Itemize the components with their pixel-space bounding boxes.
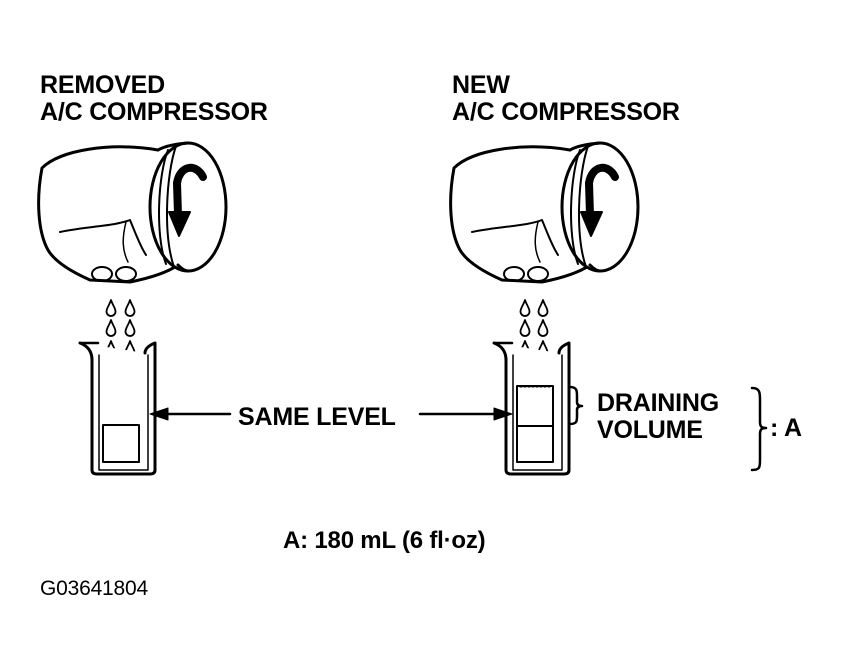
volume-label: VOLUME — [597, 416, 703, 444]
same-level-label: SAME LEVEL — [238, 403, 396, 431]
removed-compressor-icon — [37, 141, 228, 284]
removed-label: REMOVED — [40, 71, 166, 99]
draining-label: DRAINING — [597, 389, 720, 417]
note-text: A: 180 mL (6 fl·oz) — [283, 527, 486, 554]
new-label: NEW — [452, 71, 510, 99]
removed-compressor-label: A/C COMPRESSOR — [40, 98, 268, 126]
a-brace — [750, 386, 768, 472]
measuring-cylinder-left — [78, 341, 157, 476]
new-compressor-icon — [449, 141, 640, 284]
figure-id: G03641804 — [40, 577, 148, 600]
bracket-a-label: : A — [770, 414, 802, 442]
measuring-cylinder-right — [492, 341, 571, 476]
new-compressor-label: A/C COMPRESSOR — [452, 98, 680, 126]
same-level-arrow-left — [149, 407, 232, 421]
draining-brace — [568, 385, 584, 426]
same-level-arrow-right — [418, 407, 513, 421]
